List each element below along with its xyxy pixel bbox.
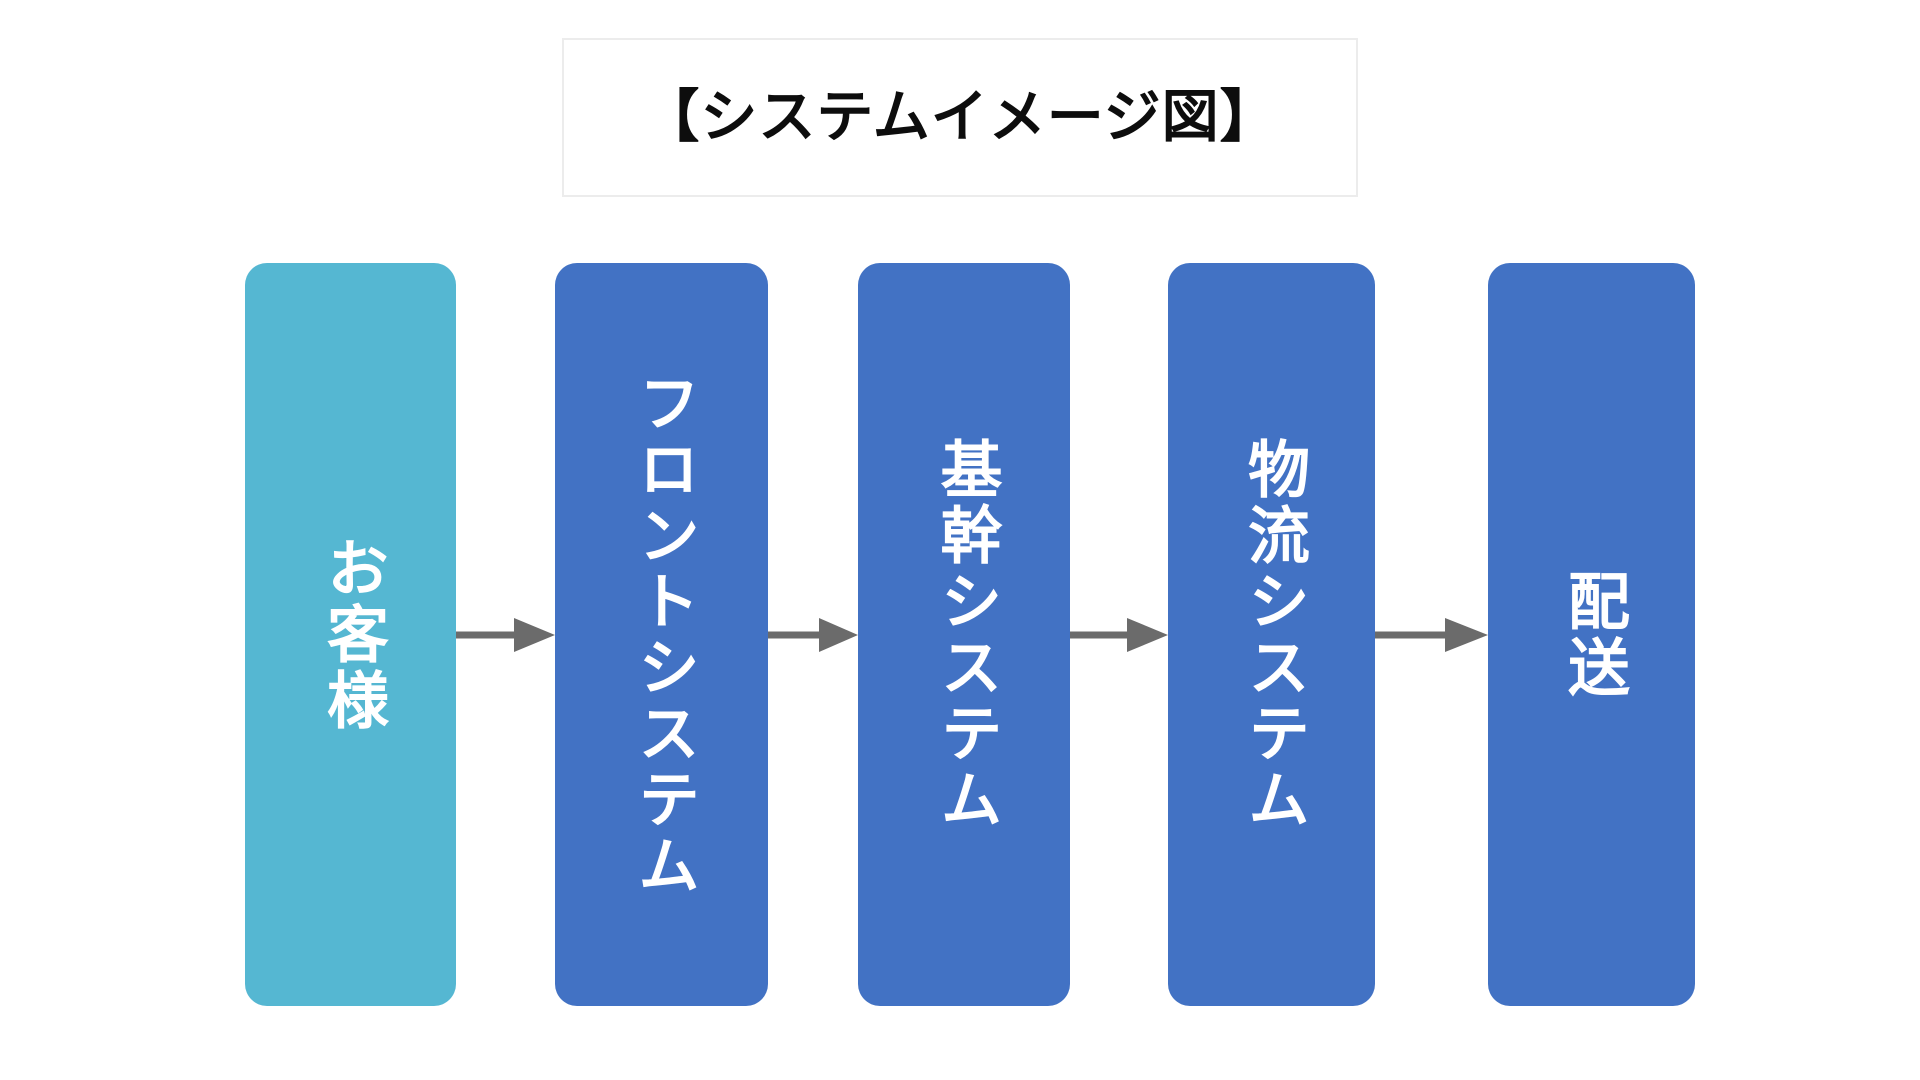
arrow-icon-customer-to-front-system: [456, 618, 555, 652]
arrow-icon-front-system-to-core-system: [768, 618, 858, 652]
arrow-icon-logistics-system-to-delivery: [1375, 618, 1488, 652]
diagram-title-text: 【システムイメージ図】: [642, 85, 1278, 149]
diagram-title-box: 【システムイメージ図】: [562, 38, 1358, 197]
flow-node-label: 配送: [1557, 568, 1627, 701]
flow-node-label: 物流システム: [1237, 436, 1307, 833]
flow-node-label: 基幹システム: [930, 436, 1000, 833]
flow-node-label: フロントシステム: [627, 370, 697, 899]
arrow-icon-core-system-to-logistics-system: [1070, 618, 1168, 652]
flow-node-core-system[interactable]: 基幹システム: [858, 263, 1070, 1006]
flow-node-delivery[interactable]: 配送: [1488, 263, 1695, 1006]
flow-node-front-system[interactable]: フロントシステム: [555, 263, 768, 1006]
flow-node-label: お客様: [316, 535, 386, 734]
flow-node-customer[interactable]: お客様: [245, 263, 456, 1006]
flow-node-logistics-system[interactable]: 物流システム: [1168, 263, 1375, 1006]
